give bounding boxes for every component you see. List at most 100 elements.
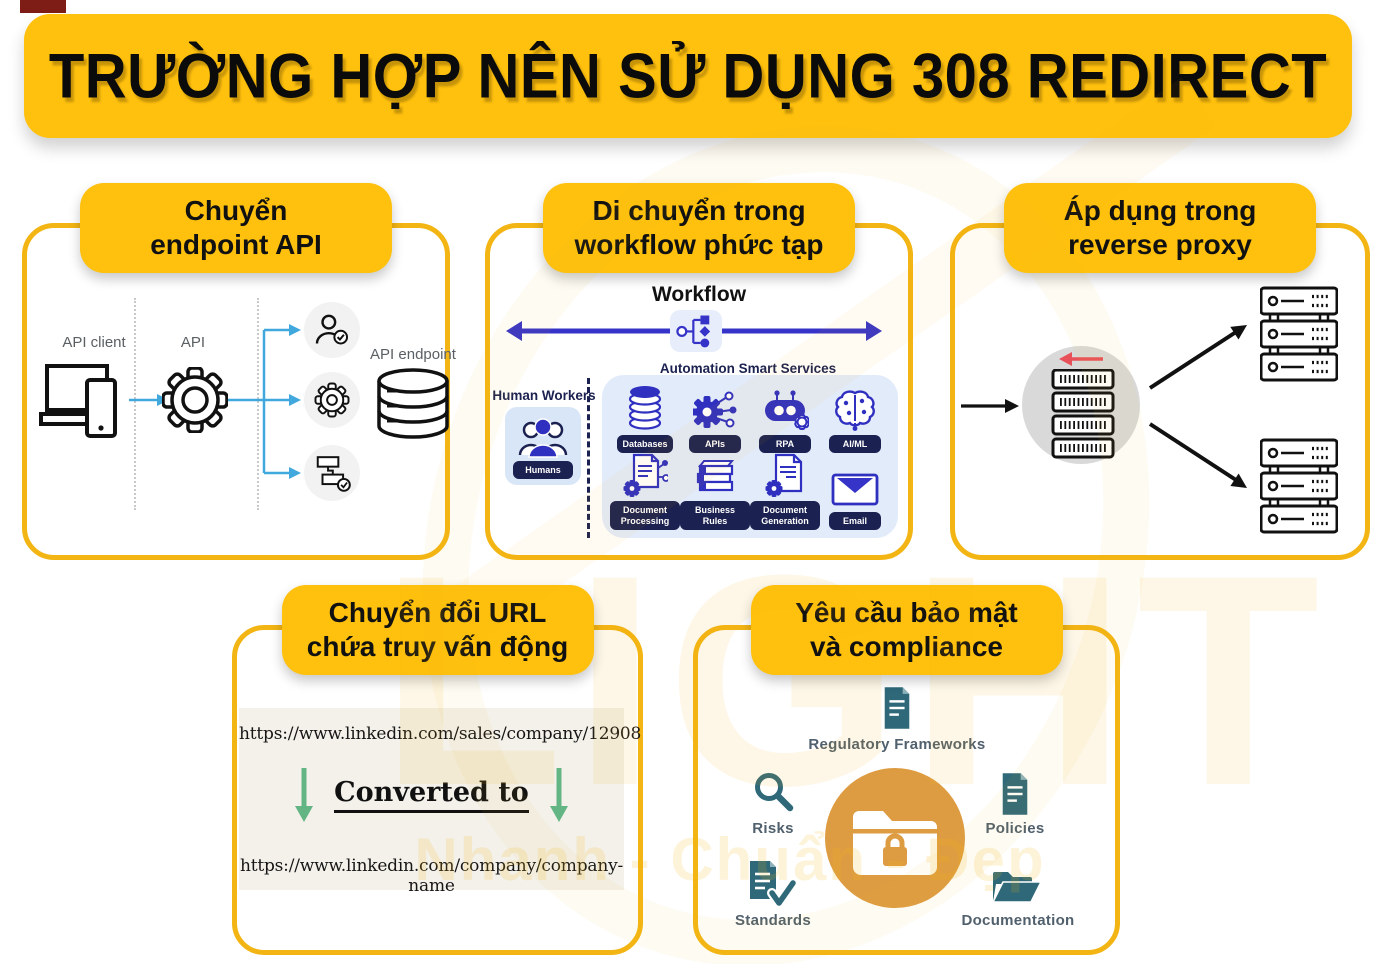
card-security-compliance-title: Yêu cầu bảo mật và compliance bbox=[750, 585, 1063, 675]
regulatory-doc-icon bbox=[884, 687, 910, 729]
endpoint-user-circle bbox=[304, 302, 360, 358]
inbound-arrow bbox=[961, 399, 1019, 413]
api-connectors bbox=[129, 324, 301, 479]
card-reverse-proxy: Áp dụng trong reverse proxy bbox=[950, 183, 1370, 560]
endpoint-flow-circle bbox=[304, 445, 360, 501]
corner-mark bbox=[20, 0, 66, 13]
service-rpa: RPA bbox=[750, 385, 820, 454]
workflow-divider bbox=[587, 378, 590, 538]
regulatory-frameworks-label: Regulatory Frameworks bbox=[808, 736, 986, 753]
human-workers-heading: Human Workers bbox=[492, 388, 596, 403]
apis-badge: APIs bbox=[689, 435, 741, 454]
card-title-line: Di chuyển trong bbox=[592, 194, 806, 226]
service-document-generation: Document Generation bbox=[750, 453, 820, 531]
document-processing-badge: Document Processing bbox=[610, 501, 680, 531]
documentation-folder-icon bbox=[991, 872, 1042, 903]
databases-badge: Databases bbox=[617, 435, 673, 454]
standards-doc-check-icon bbox=[750, 861, 796, 908]
workflow-heading: Workflow bbox=[651, 283, 747, 306]
databases-icon bbox=[628, 386, 662, 430]
service-databases: Databases bbox=[610, 385, 680, 454]
card-title-line: workflow phức tạp bbox=[574, 229, 824, 260]
card-url-conversion: Chuyển đổi URL chứa truy vấn động https:… bbox=[232, 585, 643, 955]
documentation-label: Documentation bbox=[961, 912, 1075, 929]
policies-doc-icon bbox=[1002, 773, 1028, 815]
email-badge: Email bbox=[829, 511, 881, 531]
business-rules-icon bbox=[696, 460, 735, 492]
service-apis: APIs bbox=[680, 385, 750, 454]
outbound-arrows bbox=[1148, 325, 1247, 488]
url-diagram: https://www.linkedin.com/sales/company/1… bbox=[237, 630, 641, 950]
flowchart-icon bbox=[676, 315, 711, 348]
proxy-server-icon bbox=[1051, 369, 1115, 459]
aiml-badge: AI/ML bbox=[829, 435, 881, 454]
url-example-panel: https://www.linkedin.com/sales/company/1… bbox=[239, 708, 641, 896]
api-gear-icon bbox=[162, 367, 228, 433]
compliance-folder-circle bbox=[825, 768, 965, 908]
card-api-endpoint: Chuyển endpoint API API client API API e… bbox=[22, 183, 456, 560]
rpa-badge: RPA bbox=[759, 435, 811, 454]
proxy-diagram bbox=[955, 228, 1365, 555]
down-arrow-icon bbox=[549, 768, 568, 822]
card-title-line: Chuyển đổi URL bbox=[328, 596, 547, 628]
email-icon bbox=[831, 473, 879, 506]
humans-badge: Humans bbox=[513, 460, 573, 479]
service-email: Email bbox=[820, 453, 890, 531]
service-document-processing: Document Processing bbox=[610, 453, 680, 531]
api-client-icon bbox=[39, 364, 117, 438]
card-workflow: Di chuyển trong workflow phức tạp Workfl… bbox=[485, 183, 913, 560]
redirect-back-arrow bbox=[1059, 352, 1103, 366]
backend-rack-top-icon bbox=[1260, 286, 1338, 382]
down-arrow-icon bbox=[295, 768, 314, 822]
policies-label: Policies bbox=[985, 820, 1045, 837]
compliance-diagram: Regulatory Frameworks Risks Policies bbox=[698, 630, 1115, 950]
card-workflow-title: Di chuyển trong workflow phức tạp bbox=[543, 183, 855, 273]
settings-gear-icon bbox=[314, 382, 350, 418]
converted-label: Converted to bbox=[334, 777, 529, 813]
card-title-line: Chuyển bbox=[184, 194, 288, 226]
card-title-line: chứa truy vấn động bbox=[306, 631, 569, 662]
card-title-line: endpoint API bbox=[150, 229, 322, 260]
page-title: TRƯỜNG HỢP NÊN SỬ DỤNG 308 REDIRECT bbox=[48, 40, 1328, 112]
card-title-line: reverse proxy bbox=[1068, 229, 1252, 260]
document-generation-icon bbox=[765, 454, 803, 498]
card-security-compliance: Yêu cầu bảo mật và compliance Regulatory… bbox=[693, 585, 1120, 955]
ai-ml-brain-icon bbox=[835, 390, 875, 431]
card-title-line: và compliance bbox=[810, 631, 1003, 662]
automation-services-heading: Automation Smart Services bbox=[659, 361, 837, 376]
business-rules-badge: Business Rules bbox=[680, 501, 750, 531]
risks-magnifier-icon bbox=[755, 773, 794, 812]
endpoint-settings-circle bbox=[304, 372, 360, 428]
card-title-line: Áp dụng trong bbox=[1063, 194, 1257, 226]
service-aiml: AI/ML bbox=[820, 385, 890, 454]
automation-services-panel: Databases bbox=[602, 375, 898, 538]
api-endpoint-label: API endpoint bbox=[370, 346, 456, 363]
divider-dotted bbox=[257, 298, 259, 510]
card-api-endpoint-title: Chuyển endpoint API bbox=[80, 183, 392, 273]
rpa-robot-icon bbox=[765, 390, 809, 430]
services-row-2: Document Processing Business Rules bbox=[610, 453, 890, 531]
humans-icon bbox=[518, 418, 568, 458]
database-icon bbox=[377, 368, 449, 439]
api-client-label: API client bbox=[62, 334, 126, 351]
card-reverse-proxy-title: Áp dụng trong reverse proxy bbox=[1004, 183, 1316, 273]
risks-label: Risks bbox=[752, 820, 794, 837]
user-check-icon bbox=[315, 314, 349, 345]
converted-row: Converted to bbox=[239, 766, 624, 824]
card-url-conversion-title: Chuyển đổi URL chứa truy vấn động bbox=[281, 585, 594, 675]
human-workers-box: Humans bbox=[505, 407, 581, 485]
divider-dotted bbox=[134, 298, 136, 510]
main-title-banner: TRƯỜNG HỢP NÊN SỬ DỤNG 308 REDIRECT bbox=[24, 14, 1352, 138]
workflow-node-box bbox=[670, 310, 722, 352]
document-generation-badge: Document Generation bbox=[750, 501, 820, 531]
api-label: API bbox=[180, 334, 206, 351]
flow-check-icon bbox=[316, 456, 351, 492]
service-business-rules: Business Rules bbox=[680, 453, 750, 531]
document-processing-icon bbox=[623, 454, 668, 498]
api-diagram: API client API API endpoint bbox=[27, 228, 456, 555]
standards-label: Standards bbox=[734, 912, 812, 929]
backend-rack-bottom-icon bbox=[1260, 438, 1338, 534]
apis-icon bbox=[693, 391, 737, 428]
target-url: https://www.linkedin.com/company/company… bbox=[239, 856, 624, 896]
